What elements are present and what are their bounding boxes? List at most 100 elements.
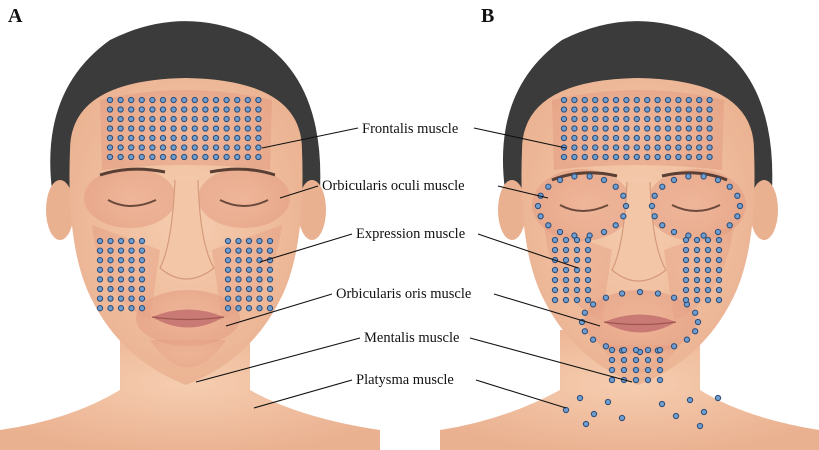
- injection-point-orbicularis-oris: [671, 295, 676, 300]
- injection-point-orbicularis-oculi: [601, 177, 606, 182]
- injection-point-frontalis: [245, 97, 250, 102]
- injection-point-frontalis: [561, 97, 566, 102]
- injection-point-frontalis: [245, 154, 250, 159]
- injection-point-mentalis: [621, 357, 626, 362]
- injection-point-expression: [683, 257, 688, 262]
- injection-point-orbicularis-oris: [655, 291, 660, 296]
- injection-point-frontalis: [655, 97, 660, 102]
- injection-point-frontalis: [224, 107, 229, 112]
- injection-point-frontalis: [593, 126, 598, 131]
- injection-point-expression: [694, 267, 699, 272]
- injection-point-frontalis: [593, 135, 598, 140]
- injection-point-frontalis: [160, 107, 165, 112]
- injection-point-expression: [705, 257, 710, 262]
- injection-point-orbicularis-oculi: [727, 184, 732, 189]
- injection-point-orbicularis-oculi: [671, 229, 676, 234]
- injection-point-frontalis: [235, 116, 240, 121]
- injection-point-orbicularis-oculi: [652, 193, 657, 198]
- injection-point-orbicularis-oris: [590, 337, 595, 342]
- injection-point-frontalis: [593, 107, 598, 112]
- injection-point-frontalis: [118, 107, 123, 112]
- injection-point-cheek-right: [257, 267, 262, 272]
- injection-point-cheek-right: [236, 267, 241, 272]
- injection-point-frontalis: [213, 107, 218, 112]
- injection-point-expression: [716, 267, 721, 272]
- injection-point-frontalis: [203, 135, 208, 140]
- injection-point-orbicularis-oris: [582, 310, 587, 315]
- injection-point-mentalis: [645, 377, 650, 382]
- injection-point-platysma: [687, 397, 692, 402]
- injection-point-frontalis: [582, 154, 587, 159]
- injection-point-frontalis: [182, 154, 187, 159]
- injection-point-frontalis: [613, 135, 618, 140]
- injection-point-cheek-left: [118, 306, 123, 311]
- injection-point-orbicularis-oculi: [715, 229, 720, 234]
- injection-point-frontalis: [160, 145, 165, 150]
- injection-point-frontalis: [645, 126, 650, 131]
- injection-point-frontalis: [118, 145, 123, 150]
- injection-point-frontalis: [572, 97, 577, 102]
- injection-point-frontalis: [107, 145, 112, 150]
- injection-point-expression: [683, 287, 688, 292]
- injection-point-frontalis: [203, 107, 208, 112]
- injection-point-frontalis: [707, 107, 712, 112]
- injection-point-frontalis: [697, 107, 702, 112]
- injection-point-platysma: [715, 395, 720, 400]
- injection-point-frontalis: [582, 135, 587, 140]
- injection-point-mentalis: [609, 347, 614, 352]
- injection-point-mentalis: [609, 367, 614, 372]
- injection-point-cheek-left: [118, 258, 123, 263]
- injection-point-cheek-left: [97, 277, 102, 282]
- injection-point-frontalis: [150, 154, 155, 159]
- injection-point-mentalis: [621, 367, 626, 372]
- injection-point-frontalis: [139, 116, 144, 121]
- injection-point-mentalis: [657, 377, 662, 382]
- injection-point-expression: [552, 267, 557, 272]
- injection-point-platysma: [577, 395, 582, 400]
- injection-point-cheek-left: [129, 258, 134, 263]
- injection-point-expression: [574, 257, 579, 262]
- injection-point-frontalis: [561, 154, 566, 159]
- injection-point-frontalis: [203, 126, 208, 131]
- injection-point-cheek-left: [97, 267, 102, 272]
- injection-point-platysma: [659, 401, 664, 406]
- injection-point-cheek-right: [225, 286, 230, 291]
- injection-point-cheek-left: [129, 277, 134, 282]
- injection-point-frontalis: [707, 126, 712, 131]
- injection-point-frontalis: [192, 107, 197, 112]
- injection-point-frontalis: [582, 97, 587, 102]
- injection-point-frontalis: [676, 126, 681, 131]
- injection-point-cheek-right: [257, 277, 262, 282]
- injection-point-mentalis: [657, 357, 662, 362]
- injection-point-frontalis: [245, 145, 250, 150]
- injection-point-cheek-right: [225, 267, 230, 272]
- injection-point-frontalis: [624, 145, 629, 150]
- injection-point-orbicularis-oris: [603, 295, 608, 300]
- injection-point-orbicularis-oculi: [623, 203, 628, 208]
- injection-point-orbicularis-oculi: [660, 184, 665, 189]
- injection-point-frontalis: [561, 107, 566, 112]
- injection-point-cheek-left: [97, 306, 102, 311]
- injection-point-mentalis: [633, 347, 638, 352]
- injection-point-frontalis: [593, 145, 598, 150]
- injection-point-expression: [705, 267, 710, 272]
- injection-point-expression: [552, 237, 557, 242]
- injection-point-cheek-left: [108, 258, 113, 263]
- injection-point-frontalis: [686, 154, 691, 159]
- injection-point-frontalis: [676, 116, 681, 121]
- injection-point-frontalis: [192, 135, 197, 140]
- injection-point-frontalis: [245, 116, 250, 121]
- injection-point-cheek-left: [108, 248, 113, 253]
- injection-point-orbicularis-oculi: [735, 214, 740, 219]
- injection-point-orbicularis-oris: [671, 344, 676, 349]
- injection-point-expression: [683, 277, 688, 282]
- injection-point-platysma: [619, 415, 624, 420]
- injection-point-frontalis: [645, 107, 650, 112]
- injection-point-cheek-right: [267, 296, 272, 301]
- injection-point-frontalis: [603, 135, 608, 140]
- injection-point-expression: [574, 287, 579, 292]
- injection-point-frontalis: [572, 145, 577, 150]
- injection-point-frontalis: [129, 135, 134, 140]
- injection-point-cheek-right: [225, 277, 230, 282]
